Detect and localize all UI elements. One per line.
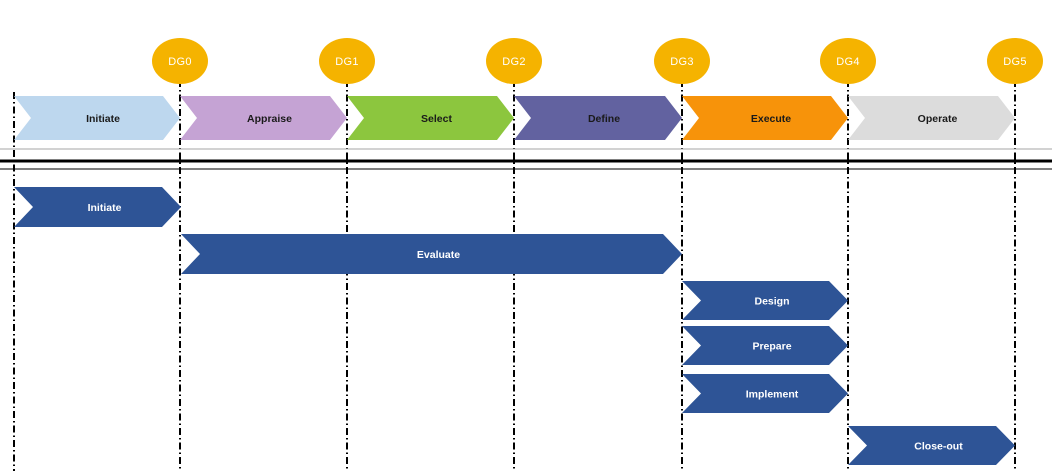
phase-label-initiate: Initiate	[86, 113, 120, 125]
gate-label-dg1: DG1	[335, 56, 359, 68]
phase-label-define: Define	[588, 113, 620, 125]
phase-select[interactable]: Select	[347, 96, 514, 140]
gate-ellipse-dg2	[486, 38, 542, 84]
activity-label-design: Design	[754, 295, 789, 307]
gate-marker-dg4[interactable]: DG4	[820, 38, 876, 84]
phase-label-appraise: Appraise	[247, 113, 292, 125]
phase-shape-execute	[682, 96, 848, 140]
phase-execute[interactable]: Execute	[682, 96, 848, 140]
gate-ellipse-dg1	[319, 38, 375, 84]
activity-label-evaluate: Evaluate	[417, 249, 460, 261]
divider-lines-layer	[0, 148, 1052, 170]
gate-label-dg3: DG3	[670, 56, 694, 68]
phase-define[interactable]: Define	[514, 96, 682, 140]
gate-label-dg4: DG4	[836, 56, 860, 68]
gate-markers-layer: DG0 DG1 DG2 DG3 DG4 DG5	[152, 38, 1043, 84]
activity-evaluate[interactable]: Evaluate	[181, 234, 682, 274]
activity-prepare[interactable]: Prepare	[682, 326, 848, 365]
activity-close-out[interactable]: Close-out	[848, 426, 1015, 465]
activity-implement[interactable]: Implement	[682, 374, 848, 413]
activity-shape-prepare	[682, 326, 848, 365]
activity-design[interactable]: Design	[682, 281, 848, 320]
gate-label-dg0: DG0	[168, 56, 192, 68]
activity-label-close-out: Close-out	[914, 440, 963, 452]
phase-shape-select	[347, 96, 514, 140]
gate-label-dg2: DG2	[502, 56, 526, 68]
gate-marker-dg5[interactable]: DG5	[987, 38, 1043, 84]
gate-marker-dg0[interactable]: DG0	[152, 38, 208, 84]
phase-shape-define	[514, 96, 682, 140]
phase-appraise[interactable]: Appraise	[180, 96, 347, 140]
activity-shape-implement	[682, 374, 848, 413]
phase-label-operate: Operate	[918, 113, 958, 125]
gate-lines-layer	[13, 80, 1016, 471]
phase-initiate[interactable]: Initiate	[14, 96, 180, 140]
phase-chevrons-layer: Initiate Appraise Select Define Execute Opera…	[14, 96, 1015, 140]
activity-shape-close-out	[848, 426, 1015, 465]
gate-marker-dg1[interactable]: DG1	[319, 38, 375, 84]
gate-marker-dg2[interactable]: DG2	[486, 38, 542, 84]
activity-label-implement: Implement	[746, 388, 799, 400]
phase-shape-initiate	[14, 96, 180, 140]
activity-label-initiate: Initiate	[88, 202, 122, 214]
gate-ellipse-dg0	[152, 38, 208, 84]
phase-shape-appraise	[180, 96, 347, 140]
activity-shape-evaluate	[181, 234, 682, 274]
gate-ellipse-dg4	[820, 38, 876, 84]
phase-shape-operate	[848, 96, 1015, 140]
gate-ellipse-dg3	[654, 38, 710, 84]
phase-label-select: Select	[421, 113, 452, 125]
gate-marker-dg3[interactable]: DG3	[654, 38, 710, 84]
activity-chevrons-layer: InitiateEvaluateDesignPrepareImplementCl…	[14, 187, 1015, 465]
activity-shape-design	[682, 281, 848, 320]
phase-label-execute: Execute	[751, 113, 791, 125]
activity-label-prepare: Prepare	[752, 340, 791, 352]
gate-label-dg5: DG5	[1003, 56, 1027, 68]
activity-initiate[interactable]: Initiate	[14, 187, 181, 227]
phase-operate[interactable]: Operate	[848, 96, 1015, 140]
activity-shape-initiate	[14, 187, 181, 227]
gate-ellipse-dg5	[987, 38, 1043, 84]
